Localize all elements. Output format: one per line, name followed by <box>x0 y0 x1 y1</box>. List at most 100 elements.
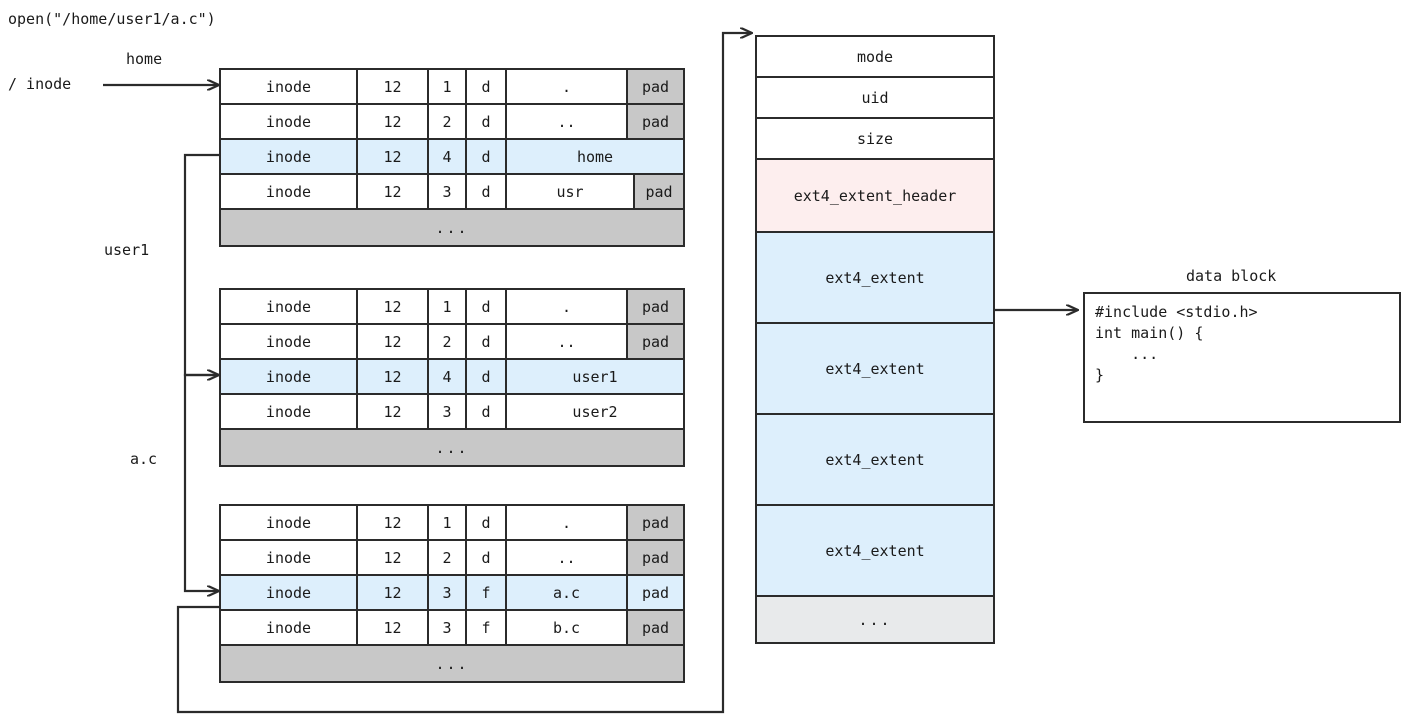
dir-entry-file-type: d <box>467 70 507 103</box>
dir-entry-file-type: d <box>467 105 507 138</box>
dir-entry-rec-len: 12 <box>358 140 429 173</box>
dir-entry-name: .. <box>507 541 628 574</box>
dir-entry-name: .. <box>507 325 628 358</box>
dir-entry-name-len: 3 <box>429 611 467 644</box>
dir-entry-pad: pad <box>628 611 683 644</box>
dir-entry-name-len: 1 <box>429 70 467 103</box>
dir-entry-rec-len: 12 <box>358 506 429 539</box>
edge-label-user1: user1 <box>104 241 150 259</box>
dir-entry-inode: inode <box>221 70 358 103</box>
dir-entry-name-len: 4 <box>429 140 467 173</box>
dir-entry-name-len: 3 <box>429 395 467 428</box>
dir-entry-file-type: d <box>467 290 507 323</box>
data-block-content: #include <stdio.h> int main() { ... } <box>1083 292 1401 423</box>
inode-field-ext4_extent: ext4_extent <box>757 324 993 415</box>
open-call-label: open("/home/user1/a.c") <box>8 10 216 28</box>
dir-entry-inode: inode <box>221 360 358 393</box>
dir-entry-inode: inode <box>221 506 358 539</box>
dir-entry-file-type: f <box>467 576 507 609</box>
root-inode-label: / inode <box>8 75 72 93</box>
dir-entry-pad: pad <box>628 325 683 358</box>
dir-entry-name: user1 <box>507 360 683 393</box>
dir-entry-inode: inode <box>221 140 358 173</box>
dir-entry-file-type: d <box>467 541 507 574</box>
dir-entry-pad: pad <box>628 541 683 574</box>
dir-entry-file-type: d <box>467 175 507 208</box>
ellipsis-label: ... <box>221 210 683 245</box>
inode-field--: ... <box>757 597 993 642</box>
dir-entry-name-len: 2 <box>429 325 467 358</box>
inode-field-ext4_extent: ext4_extent <box>757 415 993 506</box>
dir-entry-pad: pad <box>628 70 683 103</box>
dir-entry-inode: inode <box>221 541 358 574</box>
dir-entry-pad: pad <box>635 175 683 208</box>
dir-entry-name: . <box>507 506 628 539</box>
dir-entry-name-len: 3 <box>429 175 467 208</box>
dir-entry-name-len: 2 <box>429 105 467 138</box>
dir-entry-inode: inode <box>221 611 358 644</box>
dir-entry-rec-len: 12 <box>358 395 429 428</box>
dir-entry-file-type: d <box>467 395 507 428</box>
dir-entry-file-type: d <box>467 140 507 173</box>
dir-entry-name: a.c <box>507 576 628 609</box>
dir-block-ellipsis-row: ... <box>221 430 683 465</box>
dir-entry-file-type: f <box>467 611 507 644</box>
inode-field-size: size <box>757 119 993 160</box>
dir-entry-name: .. <box>507 105 628 138</box>
dir-entry-pad: pad <box>628 506 683 539</box>
dir-entry-name: user2 <box>507 395 683 428</box>
dir-entry-pad: pad <box>628 576 683 609</box>
data-block-caption: data block <box>1186 267 1277 285</box>
dir-entry-rec-len: 12 <box>358 175 429 208</box>
dir-entry-inode: inode <box>221 395 358 428</box>
dir-entry-name-len: 3 <box>429 576 467 609</box>
dir-entry-name: b.c <box>507 611 628 644</box>
dir-entry-rec-len: 12 <box>358 611 429 644</box>
dir-entry-name-len: 4 <box>429 360 467 393</box>
inode-field-ext4_extent: ext4_extent <box>757 233 993 324</box>
dir-entry-rec-len: 12 <box>358 541 429 574</box>
inode-field-ext4_extent_header: ext4_extent_header <box>757 160 993 233</box>
dir-entry-name-len: 2 <box>429 541 467 574</box>
inode-field-ext4_extent: ext4_extent <box>757 506 993 597</box>
dir-entry-inode: inode <box>221 325 358 358</box>
dir-entry-name: usr <box>507 175 635 208</box>
dir-entry-file-type: d <box>467 360 507 393</box>
dir-entry-rec-len: 12 <box>358 576 429 609</box>
ellipsis-label: ... <box>221 646 683 681</box>
dir-block-ellipsis-row: ... <box>221 210 683 245</box>
dir-entry-file-type: d <box>467 325 507 358</box>
ellipsis-label: ... <box>221 430 683 465</box>
dir-entry-name: home <box>507 140 683 173</box>
dir-entry-inode: inode <box>221 175 358 208</box>
dir-entry-rec-len: 12 <box>358 70 429 103</box>
dir-entry-name-len: 1 <box>429 506 467 539</box>
dir-entry-rec-len: 12 <box>358 290 429 323</box>
dir-entry-name: . <box>507 70 628 103</box>
arrow-user1-to-ac-dir <box>183 373 222 591</box>
dir-entry-inode: inode <box>221 290 358 323</box>
dir-entry-name-len: 1 <box>429 290 467 323</box>
edge-label-ac: a.c <box>130 450 158 468</box>
dir-entry-file-type: d <box>467 506 507 539</box>
dir-entry-name: . <box>507 290 628 323</box>
dir-entry-rec-len: 12 <box>358 105 429 138</box>
dir-entry-inode: inode <box>221 105 358 138</box>
dir-entry-rec-len: 12 <box>358 325 429 358</box>
